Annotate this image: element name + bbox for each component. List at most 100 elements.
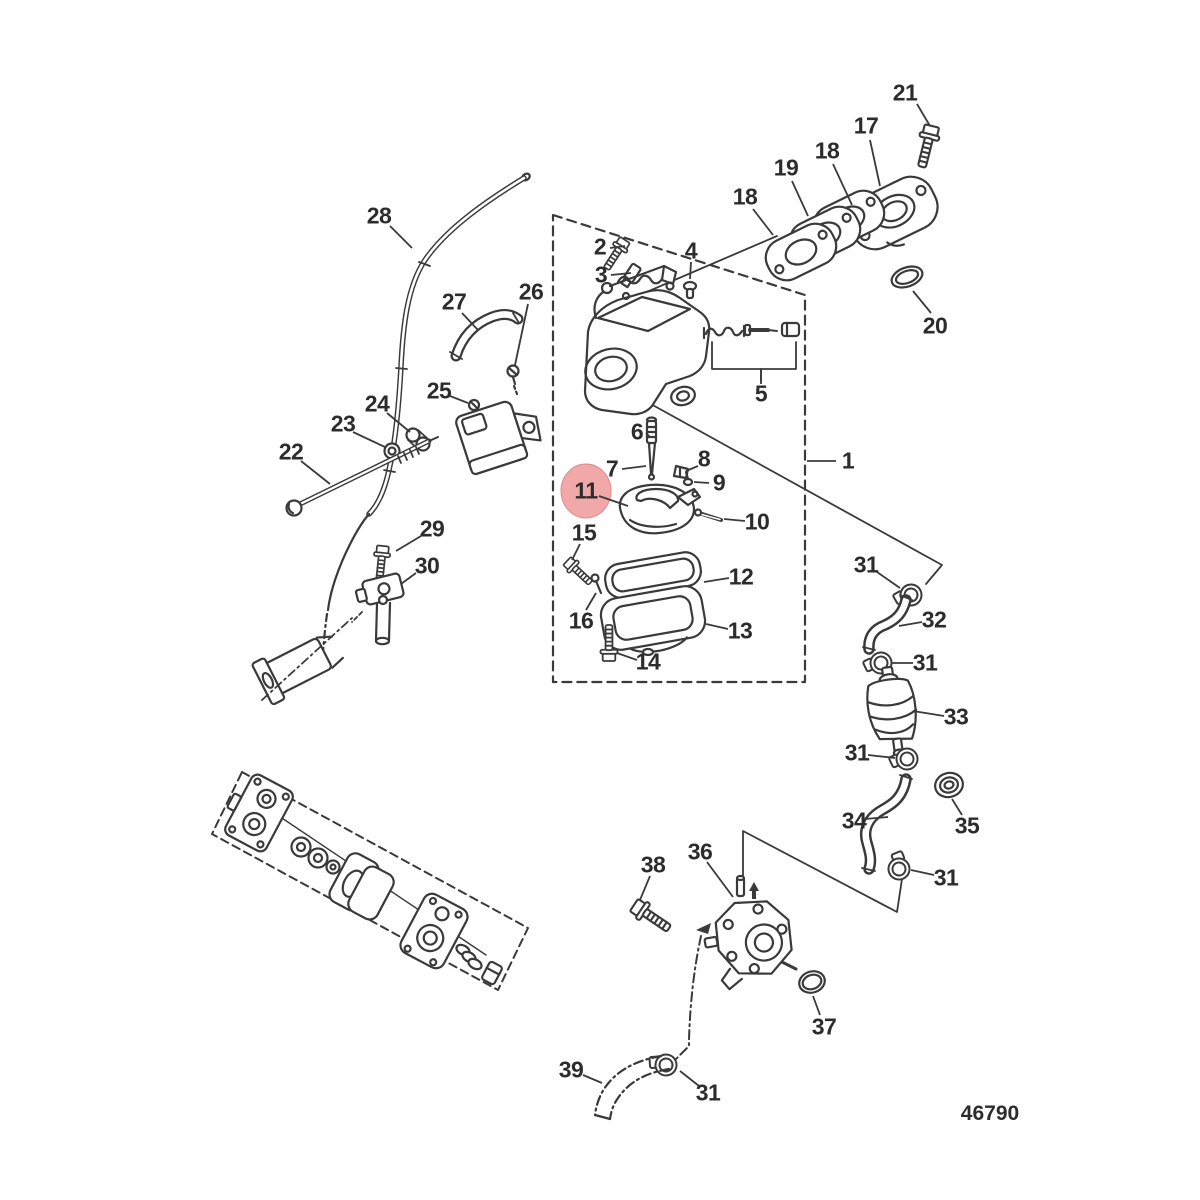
- leader-line-32-32: [898, 621, 923, 627]
- leader-line-29-29: [395, 535, 422, 552]
- leader-line-25-25: [449, 395, 469, 404]
- leader-line-18-4: [752, 208, 774, 236]
- clip-26: [506, 364, 520, 396]
- fuel-hose-32: [862, 594, 913, 655]
- callout-5-9: 5: [754, 380, 768, 407]
- screw-16: [590, 573, 603, 595]
- callout-10-16: 10: [744, 508, 770, 535]
- leader-line-3-7: [610, 272, 632, 276]
- intake-manifold-group: [758, 122, 943, 289]
- leader-line-28-22: [389, 225, 413, 249]
- o-ring-37: [798, 970, 826, 994]
- callout-15-17: 15: [571, 519, 597, 546]
- callout-28-22: 28: [366, 202, 392, 229]
- callout-24-26: 24: [364, 390, 390, 417]
- ignition-coil-25: [455, 398, 542, 476]
- leader-line-19-3: [791, 180, 809, 217]
- callout-2-6: 2: [593, 233, 607, 260]
- leader-line-8-13: [685, 465, 699, 472]
- leader-line-31-35: [867, 754, 896, 759]
- callout-31-31: 31: [853, 551, 879, 578]
- leader-line-31-43: [679, 1070, 700, 1087]
- fuel-line-group: [859, 581, 964, 882]
- kit-spring-and-plug: [455, 943, 503, 986]
- mount-tube: [251, 611, 363, 706]
- callout-31-43: 31: [695, 1079, 721, 1106]
- callout-21-0: 21: [892, 79, 918, 106]
- fuel-hose-39: [593, 1054, 671, 1121]
- leader-line-9-14: [693, 481, 710, 484]
- fuel-line-routing: [673, 935, 702, 1062]
- leader-line-15-17: [571, 543, 581, 561]
- callout-3-7: 3: [594, 261, 608, 288]
- callout-8-13: 8: [697, 445, 711, 472]
- callout-20-5: 20: [922, 312, 948, 339]
- flow-arrow-up: [749, 882, 759, 899]
- float-bowl-13: [599, 585, 707, 654]
- callout-39-42: 39: [558, 1056, 584, 1083]
- callout-4-8: 4: [684, 237, 698, 264]
- callout-7-12: 7: [605, 455, 619, 482]
- callout-13-20: 13: [727, 617, 753, 644]
- callout-29-29: 29: [419, 515, 445, 542]
- callout-37-41: 37: [811, 1013, 837, 1040]
- leader-line-7-12: [621, 465, 647, 470]
- pump-body-plate: [224, 773, 294, 853]
- float-pin-10: [693, 508, 723, 522]
- fuel-hose-34: [859, 773, 913, 875]
- pump-gasket: [347, 865, 395, 921]
- leader-line-31-31: [876, 571, 901, 589]
- leader-line-2-6: [609, 245, 626, 249]
- valve-seat-4: [682, 280, 698, 300]
- callout-38-40: 38: [640, 851, 666, 878]
- cable-anchor-30: [354, 572, 405, 646]
- bushing-24: [405, 427, 431, 452]
- leader-line-27-23: [461, 312, 479, 331]
- grommet-35: [934, 771, 964, 799]
- callout-16-19: 16: [568, 607, 594, 634]
- leader-line-38-40: [639, 875, 651, 901]
- pin-9: [682, 470, 694, 487]
- mixing-screw-set-5: [702, 321, 801, 340]
- callout-18-4: 18: [732, 183, 758, 210]
- leader-line-24-26: [386, 412, 411, 433]
- highlighted-part-marker: [560, 463, 612, 519]
- callout-31-33: 31: [912, 649, 938, 676]
- fuel-pump-group: [593, 874, 826, 1121]
- callout-11-15: 11: [574, 477, 598, 504]
- leader-line-13-20: [705, 623, 729, 630]
- callout-26-24: 26: [518, 278, 544, 305]
- callout-27-23: 27: [441, 288, 467, 315]
- leader-line-11-15: [598, 495, 629, 507]
- leader-line-4-8: [689, 261, 692, 280]
- pump-cover: [399, 892, 469, 970]
- leader-line-39-42: [582, 1074, 603, 1084]
- callout-35-36: 35: [954, 812, 980, 839]
- leader-line-36-39: [706, 861, 734, 898]
- carburetor-body: [583, 264, 711, 416]
- leader-line-22-28: [300, 460, 331, 485]
- callout-12-18: 12: [728, 563, 754, 590]
- flow-arrow-left: [696, 923, 711, 934]
- callout-14-21: 14: [635, 648, 661, 675]
- callout-23-27: 23: [330, 410, 356, 437]
- bowl-drain: [641, 647, 655, 657]
- carburetor-group: [560, 234, 801, 662]
- leader-line-17-1: [869, 139, 881, 187]
- check-valves: [290, 836, 341, 875]
- leader-line-31-38: [910, 869, 935, 876]
- callout-34-37: 34: [841, 807, 867, 834]
- float-11: [618, 483, 702, 535]
- leader-line-10-16: [723, 518, 746, 522]
- leader-line-37-41: [812, 995, 821, 1016]
- leader-line-12-18: [703, 577, 730, 583]
- callout-25-25: 25: [426, 377, 452, 404]
- callout-19-3: 19: [773, 154, 799, 181]
- leader-line-35-36: [951, 798, 963, 816]
- throttle-linkage-group: [251, 172, 542, 706]
- leader-line-6-11: [645, 432, 651, 438]
- leader-line-34-37: [864, 816, 889, 820]
- callout-36-39: 36: [687, 838, 713, 865]
